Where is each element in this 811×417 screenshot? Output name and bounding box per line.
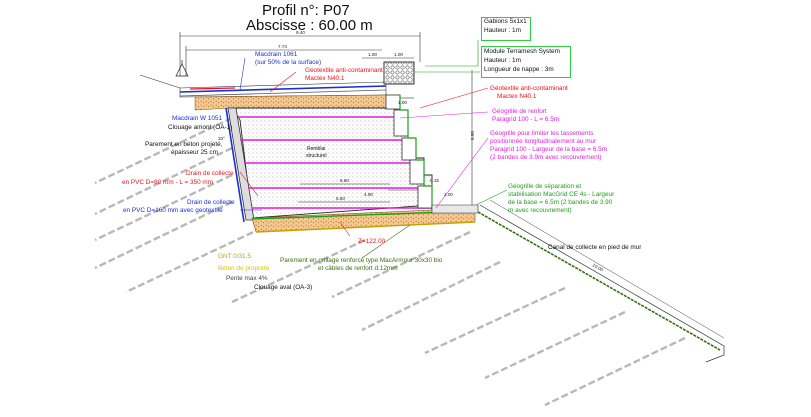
clouage-amont: Clouage amont (OA-1): [168, 124, 233, 131]
beton-proprete-label: Béton de propreté: [218, 265, 270, 272]
geogrille-limit-line3: Paragrid 100 - Largeur de la base = 6.5m: [490, 146, 608, 153]
title-profile: Profil n°: P07: [262, 2, 350, 19]
base-slab: [431, 204, 479, 214]
parement-beton-line1: Parement en béton projeté,: [145, 141, 223, 148]
gnt-label: GNT 0/31.5: [218, 253, 251, 260]
macdrain-top-line2: (sur 50% de la surface): [255, 59, 322, 66]
geotex-right-line1: Géotextile anti-contaminant: [490, 85, 568, 92]
dim-9-40: 9.40: [296, 30, 305, 35]
dim-0-15: 0.15: [430, 178, 439, 183]
drain-collecte2-line2: en PVC D=160 mm avec geotextile: [123, 207, 223, 214]
drain-collecte2-line1: Drain de collecte: [187, 199, 235, 206]
downslope-ground: [479, 204, 725, 363]
geogrille-sep-line4: m avec recouvrement): [508, 207, 572, 214]
gabion: [383, 61, 415, 85]
terramesh-label-line1: Module Terramesh System: [484, 48, 560, 55]
geogrille-limit-line4: (2 bandes de 3.9m avec recouvrement): [490, 154, 602, 161]
drain-collecte1-line2: en PVC D=80 mm - L = 350 mm: [122, 179, 214, 186]
remblai-line1: Remblai: [307, 146, 326, 152]
foundation-gnt: [251, 209, 476, 233]
gabion-label-box: [481, 17, 531, 41]
geogrille-sep-line1: Géogrille de séparation et: [508, 183, 582, 190]
geogrille-limit-line1: Géogrille pour limiter les tassements: [490, 130, 594, 137]
reinforcement-geogrids: [238, 116, 432, 209]
dim-1-00-c: 1.00: [398, 100, 407, 105]
geotex-top-line1: Géotextile anti-contaminant: [305, 67, 383, 74]
gabion-label-line1: Gabions 5x1x1: [484, 18, 527, 25]
remblai-line2: structurel: [306, 153, 327, 159]
dim-6-95: 6.95: [470, 131, 475, 140]
geogrille-sep-line3: de la base = 6.5m (2 bandes de 3.90: [508, 199, 613, 206]
macdrain-top-line1: Macdrain 1061: [255, 51, 298, 58]
pente-label: Pente max 4%: [226, 275, 268, 282]
gabion-label-line2: Hauteur : 1m: [484, 27, 521, 34]
dim-7-74: 7.74: [278, 44, 287, 49]
upslope-ground: [139, 74, 181, 89]
terramesh-label-line3: Longueur de nappe : 3m: [484, 66, 554, 73]
parement-beton-line2: épaisseur 25 cm: [171, 149, 218, 156]
soil-nails: [94, 116, 686, 407]
geogrille-sep-line2: stabilisation MacGrid CE 4s - Largeur: [508, 191, 615, 198]
dim-33-deg: 33°: [218, 136, 225, 141]
geotex-top-line2: Mactex N40.1: [305, 75, 345, 82]
dim-4-90: 4.90: [364, 192, 373, 197]
dim-6-60: 6.60: [340, 178, 349, 183]
geotex-right-line2: Mactex N40.1: [497, 93, 537, 100]
terramesh-green-lines: [399, 95, 433, 210]
dim-5-50: 5.50: [336, 196, 345, 201]
downslope-mesh: [477, 211, 721, 351]
z-level: Z=122.00: [358, 238, 386, 245]
geogrille-renfort-line1: Géogrille de renfort: [492, 108, 547, 115]
geogrille-renfort-line2: Paragrid 100 - L = 6.5m: [492, 116, 560, 123]
dim-10-00: 10.00: [592, 263, 605, 273]
geogrille-limit-line2: positionnée longitudinalement au mur: [490, 138, 597, 145]
level-mark: [175, 60, 189, 77]
macdrain-left: Macdrain W 1051: [172, 115, 223, 122]
leader-lines: [239, 40, 508, 259]
canal-label: Canal de collecte en pied de mur: [548, 244, 642, 251]
clouage-aval: Clouage aval (OA-3): [254, 284, 313, 291]
parement-grillage-line1: Parement en grillage renforcé type MacAr…: [280, 257, 443, 264]
drain-collecte1-line1: Drain de collecte: [186, 170, 234, 177]
title-abscissa: Abscisse : 60.00 m: [246, 17, 373, 34]
terramesh-label-line2: Hauteur : 1m: [484, 57, 521, 64]
parement-grillage-line2: et câbles de renfort d.12mm: [318, 265, 398, 272]
terramesh-label-box: [481, 46, 571, 78]
dim-1-00-b: 1.00: [394, 52, 403, 57]
dim-2-00: 2.00: [444, 192, 453, 197]
top-surface: [179, 81, 387, 98]
dim-1-00-a: 1.00: [368, 52, 377, 57]
